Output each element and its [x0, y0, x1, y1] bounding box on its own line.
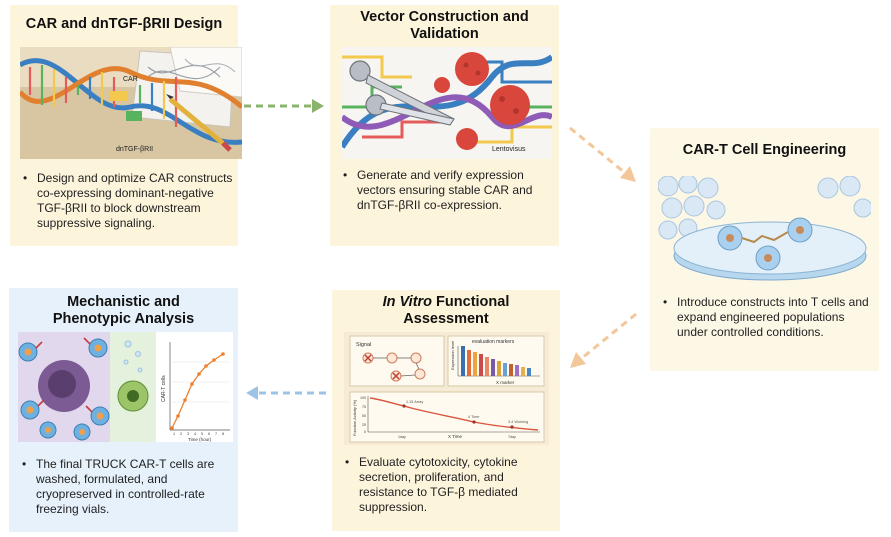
- step-text-vector: • Generate and verify expression vectors…: [343, 168, 533, 212]
- line-annotation: 4 Time: [468, 415, 479, 419]
- bullet-marker: •: [23, 171, 28, 185]
- line-ylabel: Function Activity (%): [352, 399, 357, 436]
- step-card-analysis: Mechanistic and Phenotypic Analysis: [9, 288, 238, 532]
- line-annotation: 3.4 Working: [508, 420, 528, 424]
- step-text-engineering: • Introduce constructs into T cells and …: [663, 295, 869, 339]
- line-xlabel: X Time: [448, 434, 463, 439]
- arrow-vector-to-engineering: [569, 126, 636, 182]
- vector-illustration: Lentovisus: [342, 47, 552, 159]
- growth-xtick: 7: [215, 432, 217, 436]
- analysis-illustration: CAR-T cells 1 2 3 4 5 6 7: [18, 332, 233, 442]
- lentovirus-label: Lentovisus: [492, 146, 526, 153]
- design-illustration: CAR dnTGF-βRII: [20, 47, 242, 159]
- line-xtick: 7day: [508, 435, 516, 439]
- markers-title: evaluation markers: [472, 339, 515, 345]
- engineering-illustration: [658, 176, 871, 286]
- step-card-engineering: CAR-T Cell Engineering: [650, 128, 879, 371]
- markers-xlabel: X marker: [496, 380, 515, 385]
- growth-xlabel: Time (hour): [188, 437, 212, 442]
- step-text-analysis: • The final TRUCK CAR-T cells are washed…: [22, 457, 215, 516]
- dntgf-label: dnTGF-βRII: [116, 146, 153, 153]
- step-title-design: CAR and dnTGF-βRII Design: [25, 16, 223, 32]
- arrow-design-to-vector: [244, 99, 324, 113]
- arrow-engineering-to-invitro: [570, 312, 637, 368]
- line-xtick: 1day: [398, 435, 406, 439]
- invitro-illustration: Signal evaluation markers Expression lev…: [344, 332, 549, 445]
- growth-xtick: 1: [173, 432, 175, 436]
- step-title-engineering: CAR-T Cell Engineering: [682, 142, 847, 158]
- markers-ylabel: Expression level: [450, 341, 455, 370]
- car-label: CAR: [123, 76, 138, 83]
- step-title-analysis: Mechanistic and Phenotypic Analysis: [52, 294, 195, 327]
- growth-xtick: 2: [180, 432, 182, 436]
- step-card-invitro: In Vitro Functional Assessment Signal: [332, 290, 560, 531]
- bullet-marker: •: [345, 455, 350, 469]
- line-ytick: 0: [364, 430, 366, 434]
- growth-xtick: 4: [194, 432, 196, 436]
- bullet-marker: •: [343, 168, 348, 182]
- growth-ylabel: CAR-T cells: [161, 375, 167, 402]
- line-annotation: 1.15 Array: [406, 400, 423, 404]
- arrow-invitro-to-analysis: [246, 386, 326, 400]
- growth-xtick: 5: [201, 432, 203, 436]
- growth-xtick: 3: [187, 432, 189, 436]
- step-text-design: • Design and optimize CAR constructs co-…: [23, 171, 233, 230]
- line-ytick: 75: [362, 405, 366, 409]
- line-ytick: 25: [362, 423, 366, 427]
- step-title-vector: Vector Construction and Validation: [360, 9, 529, 42]
- growth-xtick: 8: [222, 432, 224, 436]
- growth-xtick: 6: [208, 432, 210, 436]
- line-ytick: 100: [360, 396, 366, 400]
- step-text-invitro: • Evaluate cytotoxicity, cytokine secret…: [345, 455, 518, 514]
- line-ytick: 50: [362, 414, 366, 418]
- step-card-design: CAR and dnTGF-βRII Design: [10, 5, 242, 246]
- step-title-invitro: In Vitro Functional Assessment: [382, 294, 510, 327]
- bullet-marker: •: [663, 295, 668, 309]
- bullet-marker: •: [22, 457, 27, 471]
- signal-label: Signal: [356, 342, 371, 348]
- step-card-vector: Vector Construction and Validation: [330, 5, 559, 246]
